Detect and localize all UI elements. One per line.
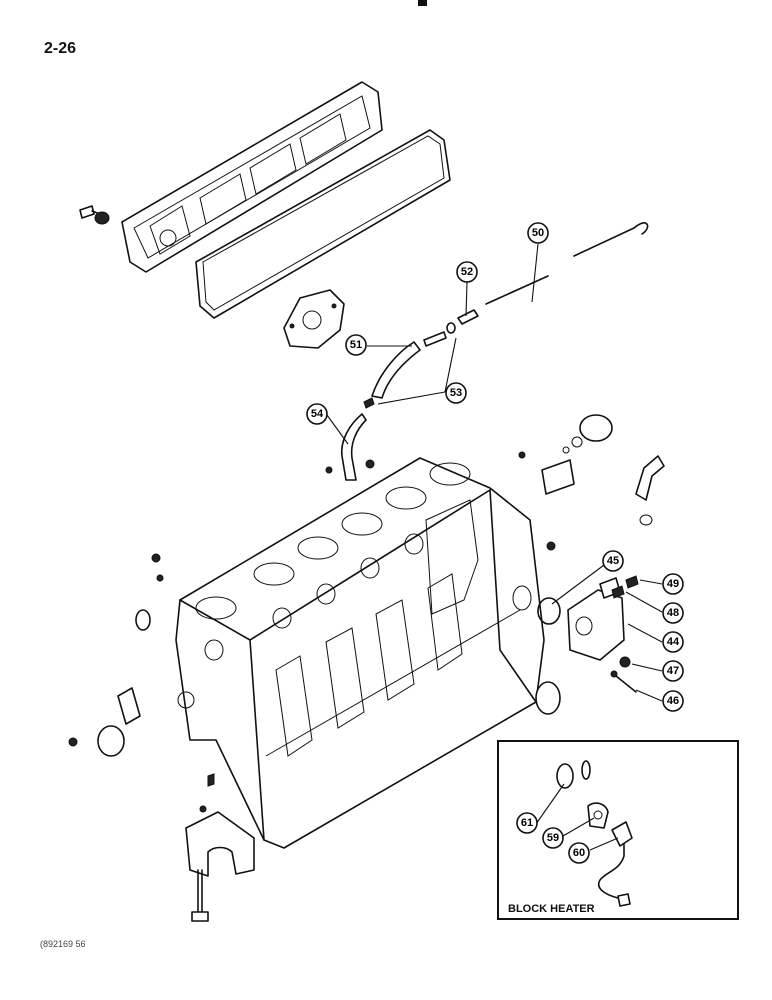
- leader-lines: [326, 243, 663, 851]
- callout-53: 53: [445, 382, 467, 404]
- breather-plate: [283, 289, 345, 349]
- callout-49: 49: [662, 573, 684, 595]
- callout-50: 50: [527, 222, 549, 244]
- callout-51-label: 51: [350, 339, 362, 351]
- callout-59-label: 59: [547, 832, 559, 844]
- callout-51: 51: [345, 334, 367, 356]
- block-heater-parts: [556, 760, 633, 907]
- callout-60: 60: [568, 842, 590, 864]
- block-heater-inset: [497, 740, 739, 920]
- callout-49-label: 49: [667, 578, 679, 590]
- callout-46: 46: [662, 690, 684, 712]
- callout-61-label: 61: [521, 817, 533, 829]
- callout-61: 61: [516, 812, 538, 834]
- callout-52-label: 52: [461, 266, 473, 278]
- page-top-mark: [418, 0, 427, 6]
- block-heater-inset-label: BLOCK HEATER: [508, 903, 595, 915]
- callout-59: 59: [542, 827, 564, 849]
- callout-52: 52: [456, 261, 478, 283]
- valve-cover: [121, 81, 383, 273]
- dipstick-tube-parts: [340, 309, 479, 481]
- callout-54: 54: [306, 403, 328, 425]
- callout-44: 44: [662, 631, 684, 653]
- callout-48: 48: [662, 602, 684, 624]
- figure-code: (892169 56: [40, 939, 86, 949]
- dipstick: [485, 222, 649, 305]
- callout-47: 47: [662, 660, 684, 682]
- cover-bolt: [79, 205, 110, 225]
- callout-44-label: 44: [667, 636, 680, 648]
- callout-47-label: 47: [667, 665, 679, 677]
- callout-46-label: 46: [667, 695, 679, 707]
- callout-53-label: 53: [450, 387, 462, 399]
- thermostat-housing-parts: [537, 575, 639, 693]
- valve-cover-gasket: [195, 129, 451, 319]
- block-small-parts: [68, 414, 665, 813]
- main-bearing-cap: [185, 811, 255, 922]
- callout-60-label: 60: [573, 847, 585, 859]
- callout-45: 45: [602, 550, 624, 572]
- engine-block: [175, 457, 545, 849]
- callout-54-label: 54: [311, 408, 324, 420]
- callout-50-label: 50: [532, 227, 544, 239]
- page-number: 2-26: [44, 40, 77, 57]
- callout-45-label: 45: [607, 555, 619, 567]
- callout-48-label: 48: [667, 607, 679, 619]
